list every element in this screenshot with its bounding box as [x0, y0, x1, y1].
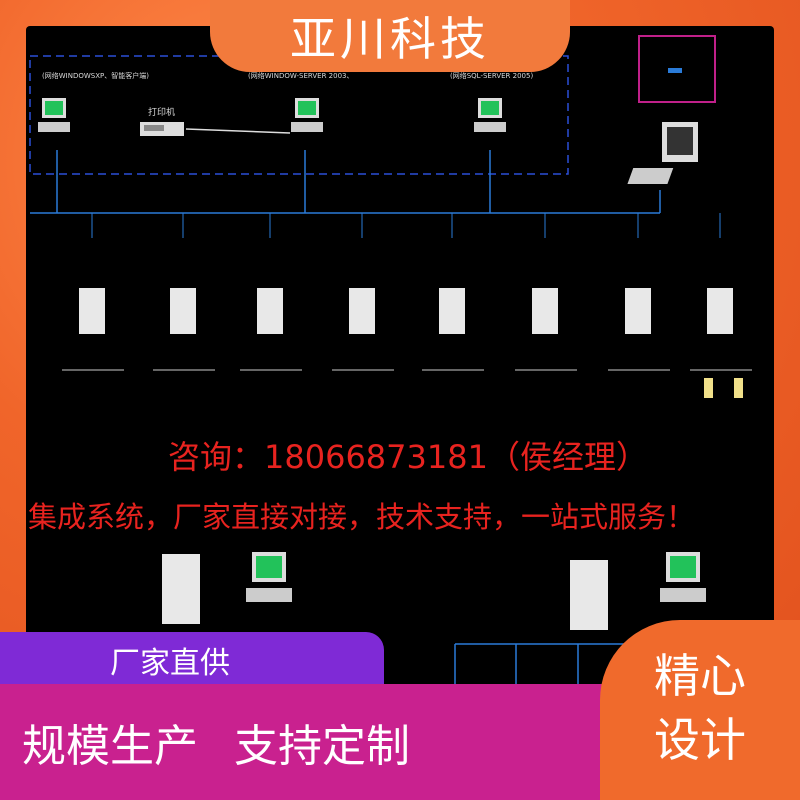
top-label-3: (网络SQL-SERVER 2005) — [450, 71, 533, 80]
lower-workstation-right — [660, 552, 706, 602]
direct-supply-bar: 厂家直供 — [0, 632, 384, 688]
monitor-box-inner — [668, 68, 682, 73]
lower-network — [162, 552, 706, 690]
printer-label: 打印机 — [148, 106, 175, 118]
subsystem-5 — [422, 213, 484, 371]
server-zone-border — [29, 55, 569, 175]
top-label-2: (网络WINDOW-SERVER 2003、 — [248, 71, 353, 80]
custom-support-label: 支持定制 — [234, 721, 410, 772]
design-corner: 精心 设计 — [600, 620, 800, 800]
workstation-2-icon — [291, 98, 323, 132]
scale-production-label: 规模生产 — [22, 721, 198, 772]
subsystem-7 — [608, 213, 670, 371]
monitor-box — [638, 35, 716, 103]
design-line-2: 设计 — [654, 713, 746, 767]
brand-banner: 亚川科技 — [210, 0, 570, 72]
subsystem-6 — [515, 213, 577, 371]
workstation-3-icon — [474, 98, 506, 132]
brand-title: 亚川科技 — [290, 12, 490, 66]
lower-workstation-left — [246, 552, 292, 602]
contact-text: 咨询：18066873181（侯经理） — [168, 438, 648, 476]
subsystem-3 — [240, 213, 302, 371]
top-workstations — [38, 98, 698, 184]
production-bar: 规模生产 支持定制 — [0, 684, 630, 800]
top-label-1: (网络WINDOWSXP、智能客户端) — [42, 71, 149, 80]
subsystem-4 — [332, 213, 394, 371]
design-line-1: 精心 — [654, 649, 746, 703]
control-computer-icon — [627, 122, 698, 184]
subsystems — [62, 213, 752, 398]
workstation-1-icon — [38, 98, 70, 132]
subsystem-1 — [62, 213, 124, 371]
subsystem-2 — [153, 213, 215, 371]
lower-server-right — [570, 560, 608, 630]
lower-server-left — [162, 554, 200, 624]
direct-supply-label: 厂家直供 — [110, 646, 230, 681]
subsystem-8 — [690, 213, 752, 398]
printer-icon — [140, 122, 184, 136]
slogan-text: 集成系统，厂家直接对接，技术支持，一站式服务！ — [28, 500, 696, 534]
